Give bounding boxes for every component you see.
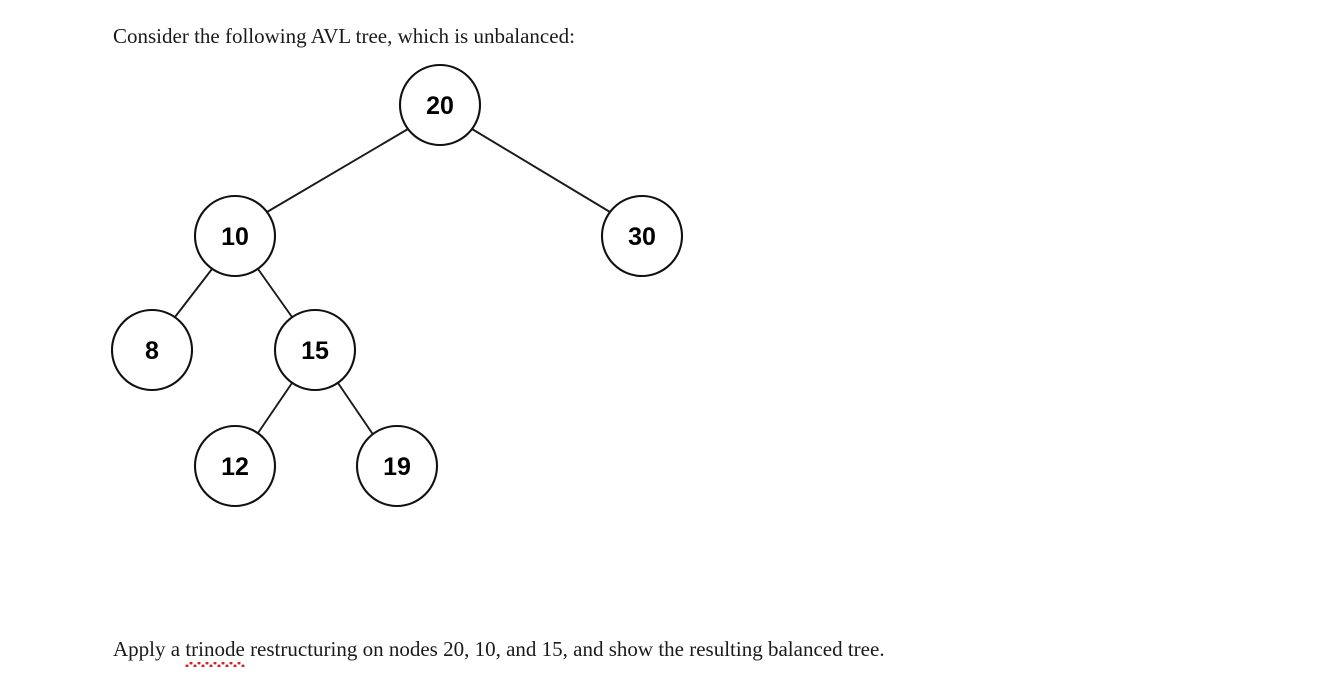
tree-edge-group	[174, 128, 611, 434]
node-label-19: 19	[383, 453, 411, 481]
tree-edge-n15-to-n12	[257, 382, 293, 434]
task-text-after: restructuring on nodes 20, 10, and 15, a…	[244, 637, 885, 661]
tree-edge-n20-to-n30	[471, 128, 611, 213]
tree-node-group: 20 10 30 8 15 12 19	[110, 63, 684, 508]
node-circle-8	[110, 308, 194, 392]
tree-edge-n20-to-n10	[266, 128, 409, 213]
task-prompt-text: Apply a trinode restructuring on nodes 2…	[113, 636, 885, 667]
node-label-15: 15	[301, 337, 329, 365]
avl-tree-svg: 20 10 30 8 15 12 19	[110, 63, 684, 508]
tree-edge-n10-to-n8	[174, 268, 213, 318]
node-label-10: 10	[221, 223, 249, 251]
node-label-12: 12	[221, 453, 249, 481]
tree-edge-n15-to-n19	[337, 382, 373, 434]
avl-tree-diagram: 20 10 30 8 15 12 19	[0, 40, 760, 540]
node-circle-30	[600, 194, 684, 278]
tree-node-8: 8	[110, 308, 194, 392]
node-circle-12	[193, 424, 277, 508]
tree-node-30: 30	[600, 194, 684, 278]
node-label-20: 20	[426, 92, 454, 120]
tree-node-15: 15	[273, 308, 357, 392]
tree-node-12: 12	[193, 424, 277, 508]
misspelled-word-trinode: trinode	[185, 637, 246, 667]
node-circle-10	[193, 194, 277, 278]
task-text-before: Apply a	[113, 637, 186, 661]
intro-prompt-text: Consider the following AVL tree, which i…	[113, 24, 575, 48]
tree-node-20: 20	[398, 63, 482, 147]
node-label-8: 8	[145, 337, 159, 365]
tree-node-19: 19	[355, 424, 439, 508]
node-label-30: 30	[628, 223, 656, 251]
node-circle-19	[355, 424, 439, 508]
tree-node-10: 10	[193, 194, 277, 278]
node-circle-15	[273, 308, 357, 392]
tree-edge-n10-to-n15	[257, 268, 293, 318]
node-circle-20	[398, 63, 482, 147]
